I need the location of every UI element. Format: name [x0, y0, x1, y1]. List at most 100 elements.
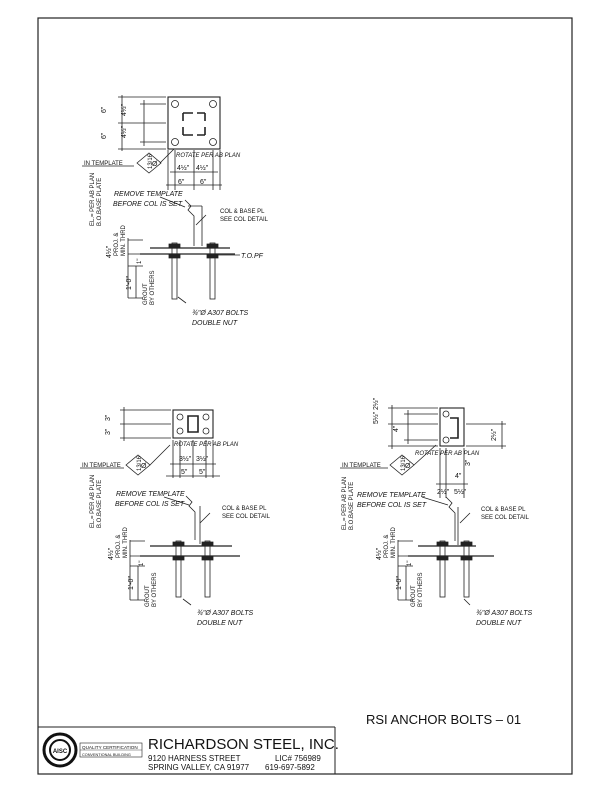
d3-plan-plate — [439, 407, 465, 447]
d3-el-label-1: EL.= PER AB PLAN — [342, 477, 348, 530]
d1-dim-left-top: 6" — [101, 106, 108, 113]
d3-bolt-right — [463, 540, 470, 598]
d1-grout-2: BY OTHERS — [150, 270, 156, 305]
d2-dim-bottom-left: 3½" — [179, 455, 192, 463]
title-block-frame — [38, 726, 336, 774]
d3-template-leader — [340, 444, 437, 469]
d2-bolt-right — [204, 540, 211, 598]
d3-proj-1: PROJ. & — [384, 535, 390, 558]
d3-nuts — [436, 541, 473, 561]
d1-proj-2: MIN. THRD — [121, 224, 127, 256]
d1-nuts — [168, 243, 219, 259]
detail-1-text: 6" 6" 4½" 4½" ROTATE PER AB PLAN 4½" 4½"… — [84, 103, 269, 327]
d1-bolt-1: ¾"Ø A307 BOLTS — [192, 310, 249, 317]
d3-column-section — [450, 417, 459, 439]
d1-bolt-right — [209, 242, 216, 300]
d2-template-label: IN TEMPLATE — [82, 463, 121, 469]
d2-column-section — [187, 415, 199, 433]
d1-plan-plate — [167, 96, 221, 150]
d1-remove-note-1: REMOVE TEMPLATE — [114, 191, 183, 198]
d1-embed-dim: 1'-0" — [126, 276, 133, 290]
d2-rotate-note: ROTATE PER AB PLAN — [174, 442, 239, 448]
d2-dim-outer-left: 5" — [181, 469, 188, 476]
d3-dim-inner-4: 4" — [455, 473, 462, 480]
d1-dim-outer-left: 6" — [178, 179, 185, 186]
d1-bolt-hole — [209, 100, 217, 108]
d1-dim-lines — [166, 150, 222, 190]
d1-el-label-1: EL.= PER AB PLAN — [90, 173, 96, 226]
d1-small-dim: 1" — [137, 259, 143, 264]
d2-bolt-2: DOUBLE NUT — [197, 620, 243, 627]
d3-remove-note-1: REMOVE TEMPLATE — [357, 492, 426, 499]
d1-dim-left-bot: 6" — [101, 132, 108, 139]
d3-small-dim: 1" — [407, 561, 413, 566]
d1-col-note-1: COL & BASE PL — [220, 209, 265, 215]
d3-template-label: IN TEMPLATE — [342, 463, 381, 469]
d1-template-label: IN TEMPLATE — [84, 161, 123, 167]
d2-dim-left-bot: 3" — [105, 428, 112, 435]
d2-grout-1: GROUT — [145, 585, 151, 607]
d1-template-symbol: Ø — [152, 161, 158, 168]
d1-bolt-hole — [171, 138, 179, 146]
d3-bolt-2: DOUBLE NUT — [476, 620, 522, 627]
d1-top-label: T.O.PF — [241, 253, 264, 260]
d2-grout-2: BY OTHERS — [152, 572, 158, 607]
d3-bolt-hole — [442, 436, 450, 444]
d1-bolt-left — [171, 242, 178, 300]
company-city: SPRING VALLEY, CA 91977 — [148, 763, 250, 772]
d3-dim-right-a: 2½" — [490, 428, 498, 441]
d1-proj-dim: 4½" — [105, 245, 113, 258]
d2-dim-left-top: 3" — [105, 414, 112, 421]
d1-elev-dims — [127, 238, 143, 299]
detail-3-text: 5½" 2½" 4" 2½" ROTATE PER AB PLAN 4" 3" … — [342, 397, 533, 627]
d3-dim-inner-3: 3" — [465, 459, 472, 466]
d2-template-frac: 13/16 — [137, 455, 143, 471]
d1-col-note-2: SEE COL DETAIL — [220, 217, 269, 223]
d2-el-label-1: EL.= PER AB PLAN — [90, 475, 96, 528]
company-street: 9120 HARNESS STREET — [148, 754, 241, 763]
d2-elev-dims — [129, 540, 145, 601]
d1-bolt-hole — [171, 100, 179, 108]
d3-rotate-note: ROTATE PER AB PLAN — [415, 451, 480, 457]
d1-bolt-hole — [209, 138, 217, 146]
title-block: AISC QUALITY CERTIFICATION CONVENTIONAL … — [38, 726, 339, 774]
d2-bolt-1: ¾"Ø A307 BOLTS — [197, 610, 254, 617]
d3-embed-dim: 1'-0" — [396, 576, 403, 590]
d2-nuts — [172, 541, 214, 561]
d2-bolt-hole — [176, 427, 184, 435]
cert-line-1: QUALITY CERTIFICATION — [82, 745, 138, 750]
d2-el-label-2: B.O.BASE PLATE — [97, 480, 103, 528]
d2-plan-plate — [172, 409, 214, 439]
d3-elev-dims — [397, 540, 413, 601]
d2-dim-lines — [120, 407, 220, 478]
d3-el-label-2: B.O.BASE PLATE — [349, 482, 355, 530]
cert-line-2: CONVENTIONAL BUILDING — [82, 753, 131, 757]
sheet-title: RSI ANCHOR BOLTS – 01 — [366, 712, 521, 727]
d1-dim-outer-right: 6" — [200, 179, 207, 186]
company-phone: 619-697-5892 — [265, 763, 315, 772]
d2-template-leader — [80, 444, 171, 469]
d1-proj-1: PROJ. & — [114, 233, 120, 256]
d2-col-note-2: SEE COL DETAIL — [222, 514, 271, 520]
d1-leader-lines — [159, 196, 240, 304]
d1-template-leader — [82, 148, 175, 167]
d2-remove-note-2: BEFORE COL IS SET — [115, 501, 185, 508]
d1-rotate-note: ROTATE PER AB PLAN — [176, 153, 241, 159]
d2-proj-2: MIN. THRD — [123, 526, 129, 558]
d3-proj-dim: 4½" — [375, 547, 383, 560]
d3-grout-1: GROUT — [411, 585, 417, 607]
d3-dim-lines — [388, 405, 506, 498]
d1-template-tag — [136, 152, 162, 174]
d3-proj-2: MIN. THRD — [391, 526, 397, 558]
d1-grout-1: GROUT — [143, 283, 149, 305]
d3-dim-left-c: 4" — [393, 425, 400, 432]
d2-bolt-hole — [176, 413, 184, 421]
d3-grout-2: BY OTHERS — [418, 572, 424, 607]
d3-dim-bottom-right: 5½" — [454, 488, 467, 496]
d2-column-elev — [185, 495, 201, 544]
d3-column-elev — [445, 496, 459, 545]
company-license: LIC# 756989 — [275, 754, 321, 763]
detail-3 — [340, 405, 506, 606]
d3-bolt-left — [439, 540, 446, 598]
